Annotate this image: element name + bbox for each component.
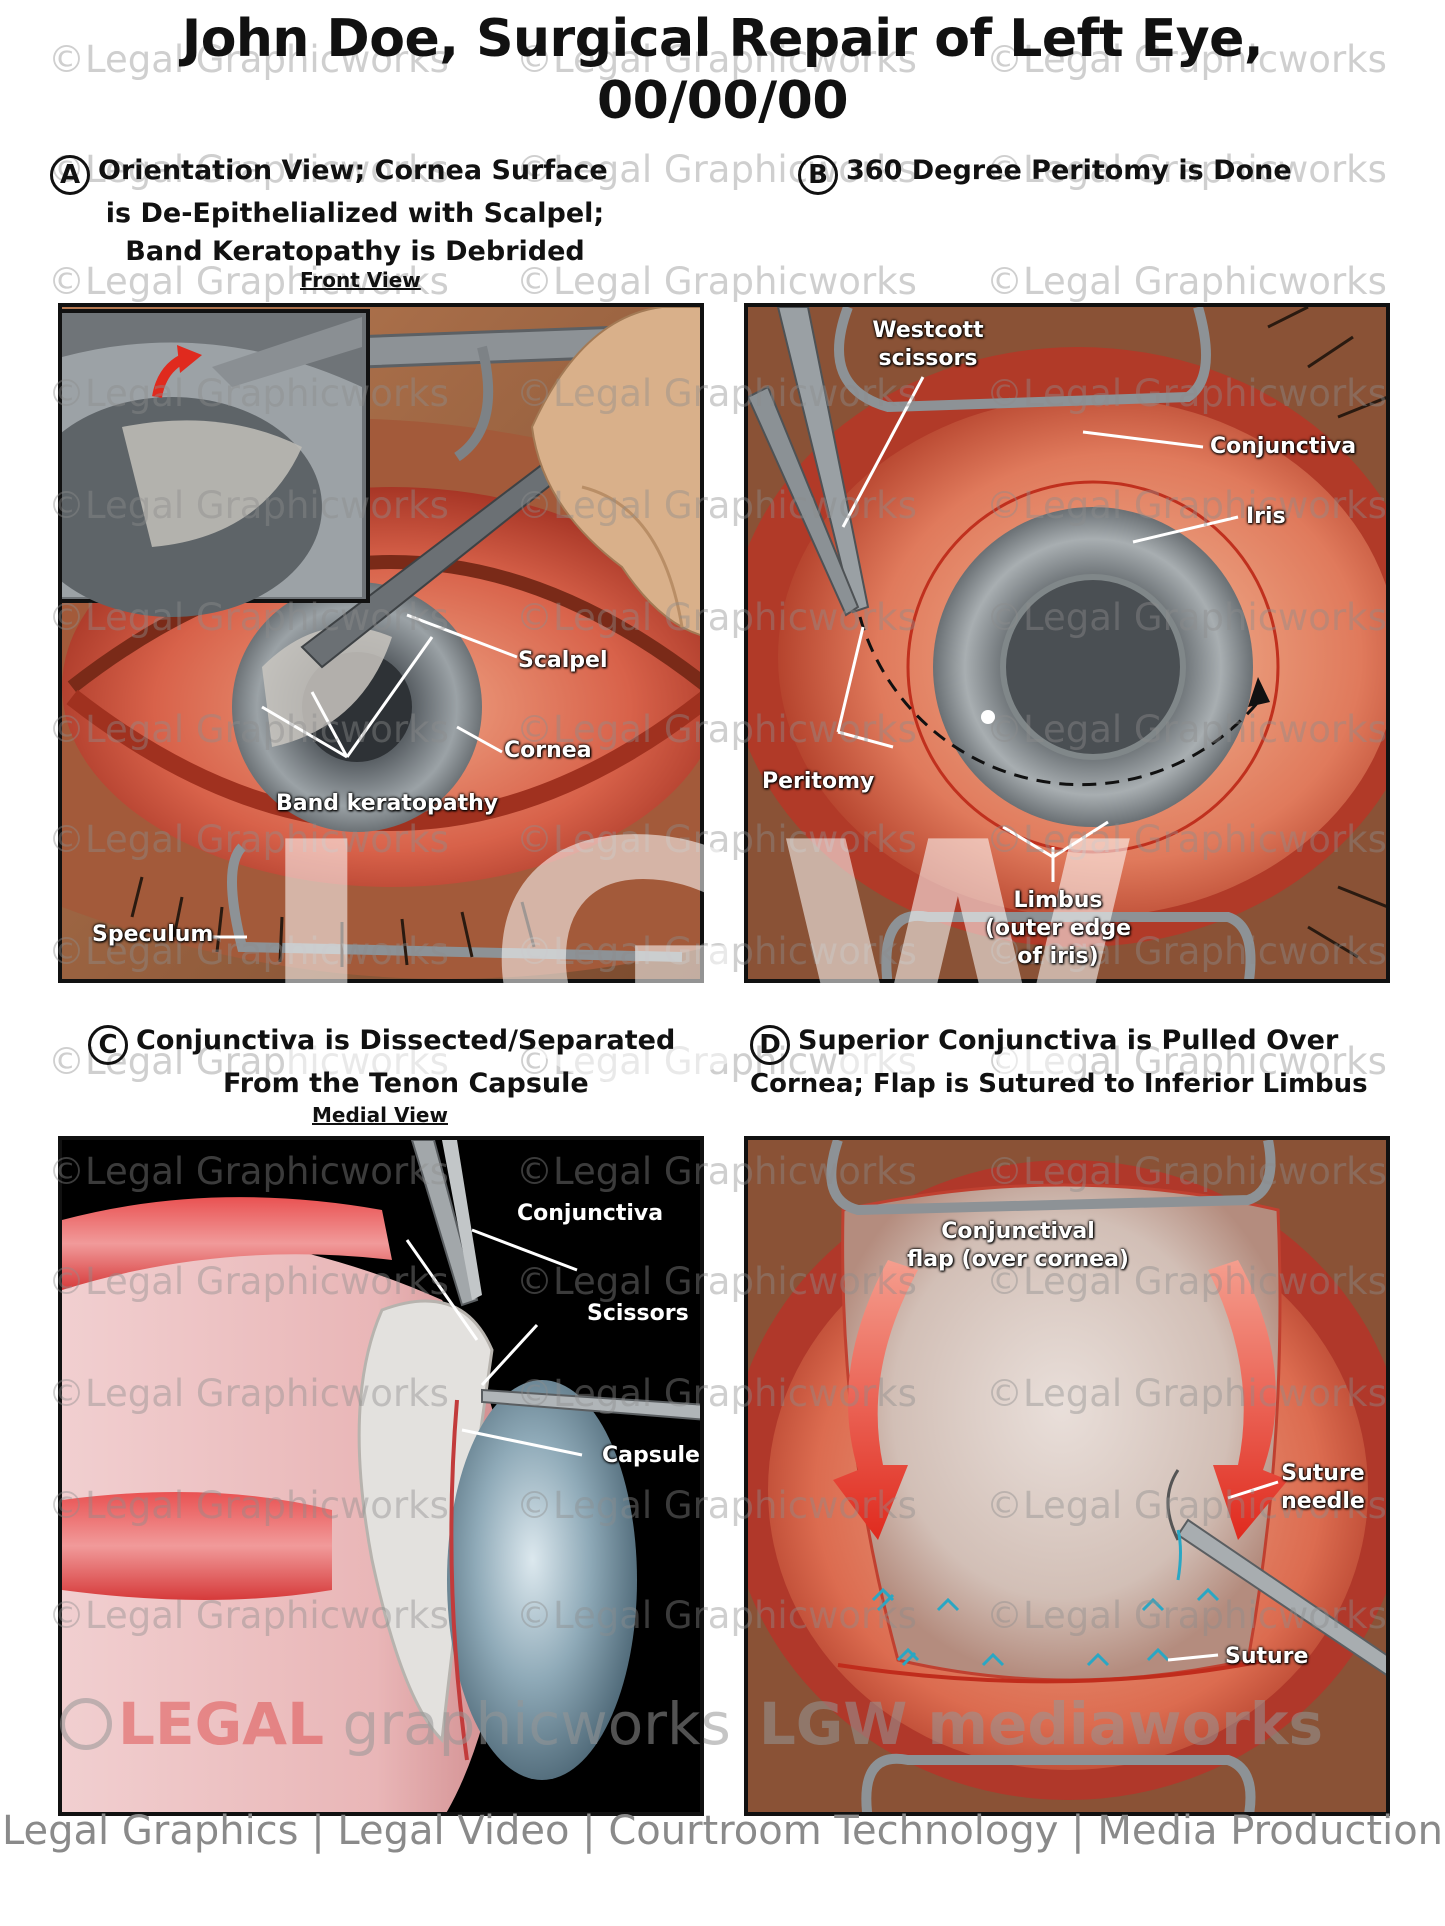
label-conjunctiva-b: Conjunctiva (1210, 434, 1357, 459)
label-band-keratopathy: Band keratopathy (276, 791, 499, 816)
page-title: John Doe, Surgical Repair of Left Eye, 0… (0, 8, 1445, 132)
caption-d-line-2: Cornea; Flap is Sutured to Inferior Limb… (750, 1069, 1368, 1099)
brand-mediaworks: LGW mediaworks (758, 1690, 1323, 1758)
label-limbus-line-3: of iris) (1017, 944, 1099, 969)
watermark-text: ©Legal Graphicworks (986, 260, 1387, 303)
label-limbus-line-2: (outer edge (984, 916, 1132, 941)
label-limbus-line-1: Limbus (1013, 888, 1103, 913)
title-line-1: John Doe, Surgical Repair of Left Eye, (181, 9, 1264, 69)
brand-legal: LEGAL (118, 1690, 325, 1758)
label-conjunctiva-c: Conjunctiva (517, 1201, 664, 1226)
panel-b-eye-illustration (748, 307, 1386, 979)
badge-a: A (50, 155, 90, 195)
label-conjunctival-flap: Conjunctival flap (over cornea) (898, 1218, 1138, 1274)
badge-c: C (88, 1025, 128, 1065)
label-suture: Suture (1225, 1644, 1309, 1669)
label-iris: Iris (1246, 504, 1286, 529)
brand-watermark: LEGAL graphicworks LGW mediaworks (60, 1690, 1323, 1758)
caption-d-line-1: Superior Conjunctiva is Pulled Over (798, 1025, 1339, 1056)
label-suture-needle: Suture needle (1273, 1460, 1373, 1516)
panel-c-illustration: Conjunctiva Scissors Capsule (58, 1136, 704, 1816)
label-flap-line-1: Conjunctival (941, 1219, 1095, 1244)
panel-a-eye-illustration (62, 307, 700, 979)
panel-b-illustration: Westcott scissors Conjunctiva Iris Perit… (744, 303, 1390, 983)
caption-a-line-2: is De-Epithelialized with Scalpel; (105, 198, 605, 229)
panel-d-illustration: Conjunctival flap (over cornea) Suture n… (744, 1136, 1390, 1816)
footer-tagline: Legal Graphics | Legal Video | Courtroom… (1, 1808, 1444, 1854)
label-needle-line-2: needle (1281, 1489, 1365, 1514)
label-scissors: Scissors (587, 1301, 689, 1326)
label-needle-line-1: Suture (1281, 1461, 1365, 1486)
badge-d: D (750, 1025, 790, 1065)
title-line-2: 00/00/00 (596, 71, 849, 131)
caption-b-line-1: 360 Degree Peritomy is Done (846, 155, 1292, 186)
badge-b: B (798, 155, 838, 195)
caption-d: D Superior Conjunctiva is Pulled Over Cor… (750, 1022, 1440, 1103)
view-label-c: Medial View (312, 1103, 448, 1127)
label-limbus: Limbus (outer edge of iris) (983, 887, 1133, 971)
caption-a-line-3: Band Keratopathy is Debrided (125, 236, 585, 267)
caption-c-line-2: From the Tenon Capsule (223, 1068, 589, 1099)
view-label-a: Front View (300, 268, 421, 292)
caption-a-line-1: Orientation View; Cornea Surface (98, 155, 608, 186)
caption-c-line-1: Conjunctiva is Dissected/Separated (136, 1025, 676, 1056)
panel-a-illustration: Scalpel Cornea Band keratopathy Speculum (58, 303, 704, 983)
caption-a: A Orientation View; Cornea Surface is De-… (50, 152, 660, 271)
panel-d-eye-illustration (748, 1140, 1386, 1812)
lgw-logo-watermark: LGW (255, 773, 1161, 1157)
caption-c: C Conjunctiva is Dissected/Separated From… (88, 1022, 688, 1103)
panel-c-eye-illustration (62, 1140, 700, 1812)
label-westcott-line-1: Westcott (872, 318, 984, 343)
label-cornea: Cornea (504, 738, 592, 763)
label-flap-line-2: flap (over cornea) (907, 1247, 1129, 1272)
label-westcott-scissors: Westcott scissors (868, 317, 988, 373)
label-scalpel: Scalpel (518, 648, 608, 673)
label-peritomy: Peritomy (762, 769, 875, 794)
caption-b: B 360 Degree Peritomy is Done (798, 152, 1398, 195)
brand-graphicworks: graphicworks (324, 1690, 731, 1758)
label-westcott-line-2: scissors (878, 346, 978, 371)
label-speculum: Speculum (92, 922, 214, 947)
label-capsule: Capsule (602, 1443, 700, 1468)
magnifier-icon (60, 1698, 112, 1750)
